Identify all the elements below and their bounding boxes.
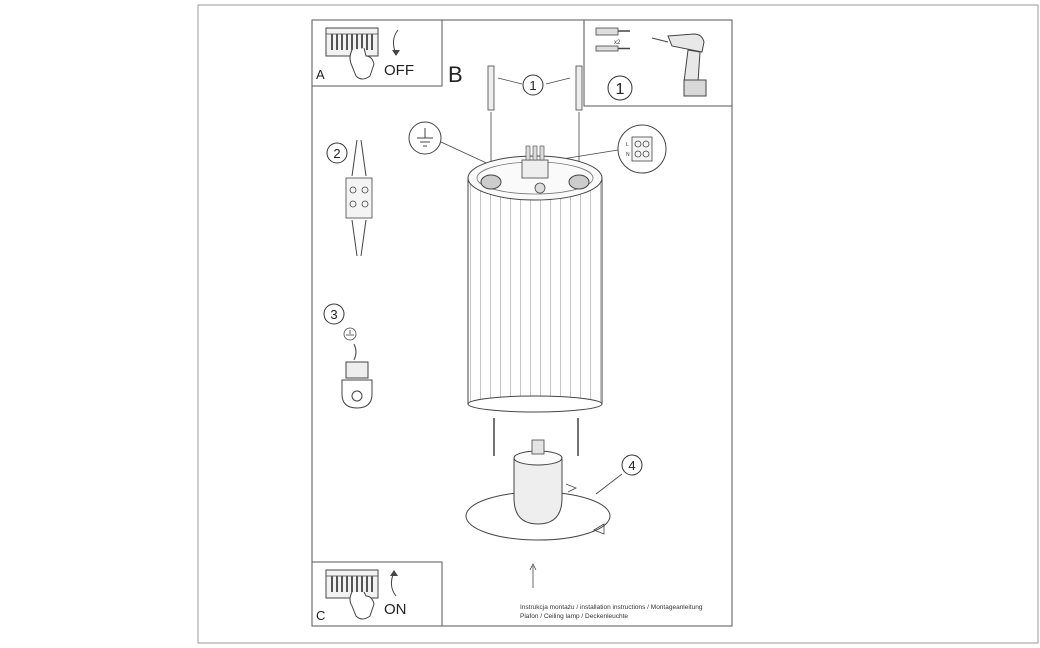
step-1-number: 1: [529, 78, 536, 93]
footer-product: Plafon / Ceiling lamp / Deckenleuchte: [520, 613, 628, 620]
page-frame: [197, 4, 1039, 644]
shade-bottom-rim: [467, 395, 603, 413]
step-1-circle: [522, 74, 544, 96]
terminal-n-mark: N: [626, 152, 630, 158]
footer-instructions: Instrukcja montażu / installation instru…: [520, 604, 703, 611]
mount-hole-right: [568, 174, 590, 190]
arrowhead-icon: [390, 570, 398, 576]
step-4-circle: [621, 454, 643, 476]
rotate-arrow-icon: [565, 483, 577, 493]
sheet-frame: [311, 19, 733, 627]
panel-a-letter: A: [316, 67, 325, 82]
ground-lug-icon: [341, 379, 373, 409]
terminal-l-mark: L: [626, 142, 629, 148]
lamp-body: [467, 145, 603, 413]
step-4-canopy: 4: [465, 418, 643, 588]
rotate-arrow-2-icon: [593, 523, 605, 535]
anchor-qty: x2: [614, 40, 621, 46]
panel-c-letter: C: [316, 608, 325, 623]
terminal-block-icon: [345, 177, 373, 219]
terminal-block: [521, 159, 549, 179]
panel-a-frame: [311, 19, 443, 87]
step-3-number: 3: [330, 307, 337, 322]
panel-c-caption: ON: [384, 601, 407, 618]
step-4-number: 4: [628, 458, 635, 473]
step-3-grounding: 3: [323, 303, 373, 409]
canopy-socket: [513, 457, 563, 525]
ground-screw: [534, 182, 546, 194]
step-2-wiring: 2: [326, 139, 373, 257]
screw-right-icon: [575, 65, 583, 111]
hand-icon: [349, 47, 375, 80]
tools-frame: [583, 19, 733, 107]
step-2-circle: [326, 142, 348, 164]
ribbed-shade: [467, 177, 603, 405]
step-2-number: 2: [333, 146, 340, 161]
wall-anchor-icon: [595, 27, 630, 52]
mount-hole-left: [480, 174, 502, 190]
step-3-circle: [323, 303, 345, 325]
screw-left-icon: [487, 65, 495, 111]
panel-b-letter: B: [448, 62, 463, 87]
ground-clamp-icon: [345, 361, 369, 379]
tools-panel: x2 1: [583, 19, 733, 107]
drill-icon: [651, 33, 707, 97]
tools-step-circle: [607, 75, 633, 101]
panel-a-caption: OFF: [384, 62, 414, 79]
panel-c-frame: [311, 561, 443, 627]
panel-a-switch-off: A OFF: [311, 19, 443, 87]
ground-symbol-icon: [343, 327, 357, 341]
panel-c-switch-on: C ON: [311, 561, 443, 627]
hand-icon: [349, 591, 375, 620]
arrowhead-icon: [392, 50, 400, 56]
tools-step-number: 1: [616, 81, 625, 98]
